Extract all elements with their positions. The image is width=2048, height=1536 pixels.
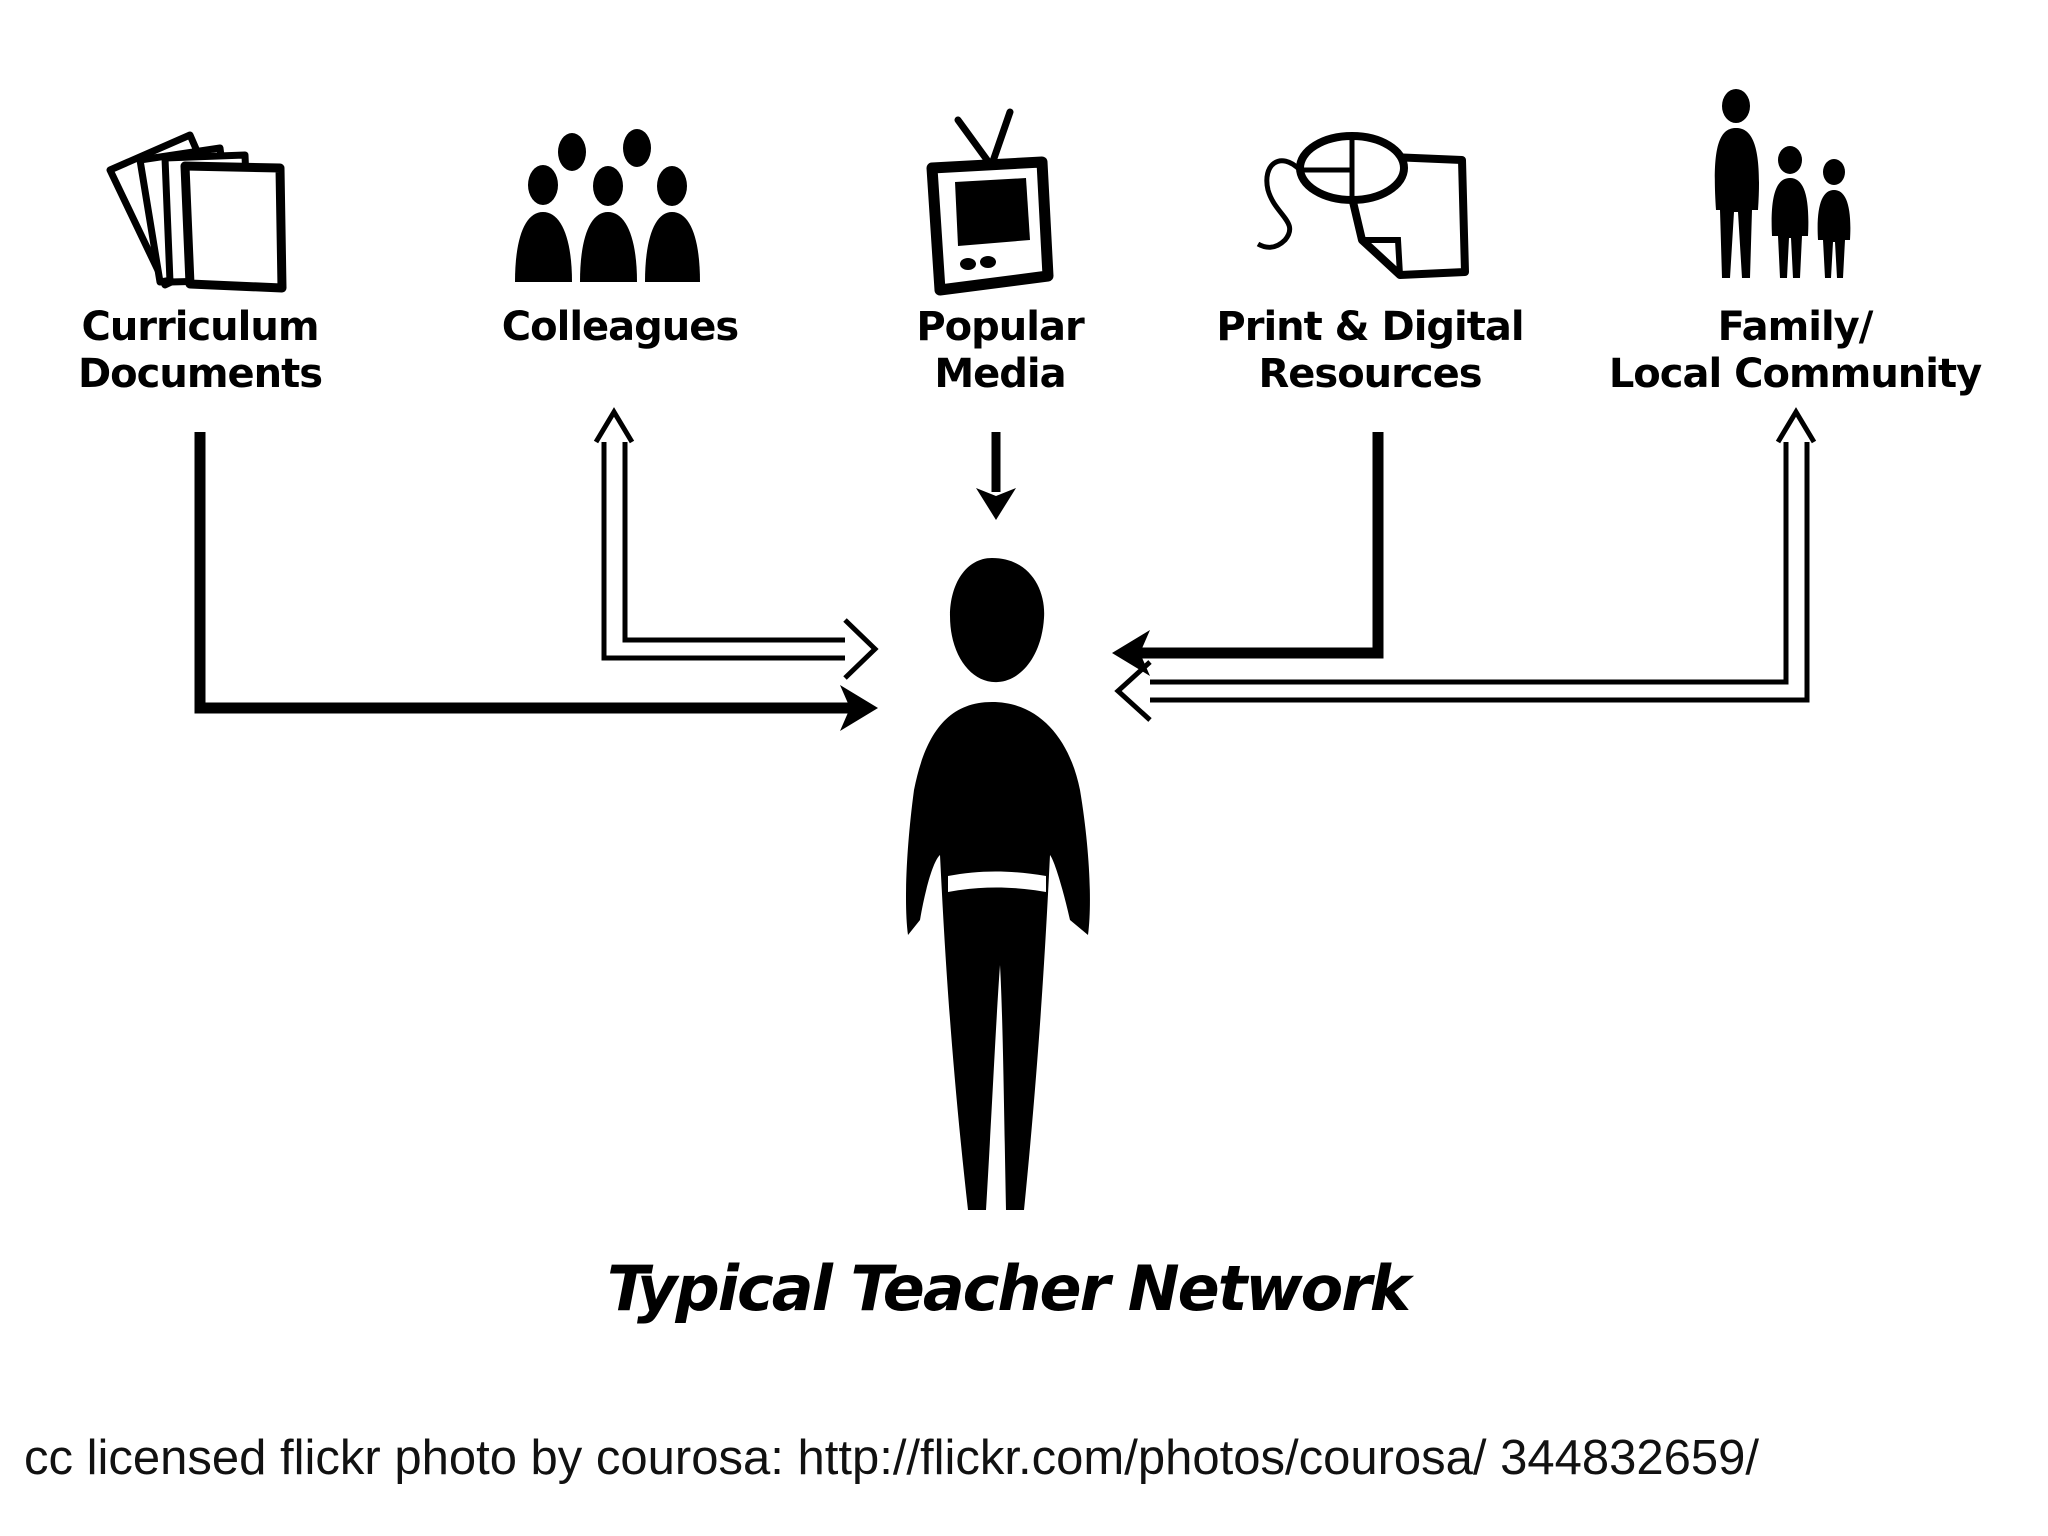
arrow-family-two-way (1114, 407, 1817, 722)
label-colleagues: Colleagues (470, 304, 770, 351)
label-popular-media: Popular Media (850, 304, 1150, 398)
people-group-icon (515, 129, 700, 282)
label-line: Print & Digital (1216, 304, 1524, 350)
arrow-media-to-teacher (976, 432, 1016, 520)
label-print-digital-resources: Print & Digital Resources (1210, 304, 1530, 398)
photo-credit: cc licensed flickr photo by courosa: htt… (24, 1431, 1760, 1485)
label-curriculum-documents: Curriculum Documents (50, 304, 350, 398)
label-line: Colleagues (501, 304, 739, 350)
documents-icon (106, 131, 287, 293)
label-line: Local Community (1608, 351, 1982, 397)
diagram-title: Typical Teacher Network (606, 1252, 1411, 1325)
label-line: Family/ (1717, 304, 1874, 350)
label-line: Documents (77, 351, 323, 397)
label-line: Popular (916, 304, 1084, 350)
label-line: Media (934, 351, 1066, 397)
television-icon (926, 108, 1054, 296)
mouse-and-paper-icon (1256, 132, 1469, 279)
arrow-resources-to-teacher (1112, 432, 1384, 676)
label-line: Resources (1258, 351, 1482, 397)
arrow-curriculum-to-teacher (194, 432, 878, 731)
label-line: Curriculum (81, 304, 319, 350)
teacher-person-icon (906, 558, 1090, 1210)
family-icon (1714, 89, 1851, 278)
arrow-colleagues-two-way (593, 407, 879, 680)
label-family-local-community: Family/ Local Community (1600, 304, 1990, 398)
